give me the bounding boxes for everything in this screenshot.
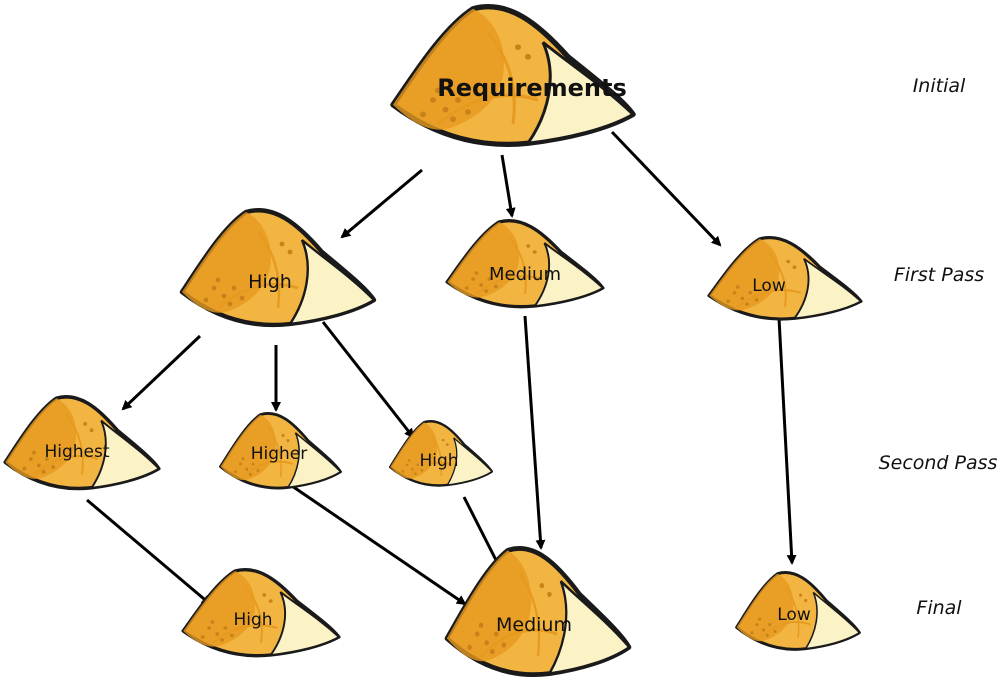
arrows bbox=[86, 130, 797, 606]
node-final-medium: Medium bbox=[447, 548, 629, 674]
node-second-higher: Higher bbox=[219, 412, 342, 490]
arrow-second-high-to-final-medium bbox=[462, 496, 502, 570]
node-label: Requirements bbox=[437, 74, 627, 102]
arrow-second-higher-to-final-medium bbox=[291, 484, 467, 606]
node-label: High bbox=[248, 271, 292, 293]
node-second-high: High bbox=[388, 420, 494, 487]
node-second-highest: Highest bbox=[3, 395, 161, 491]
stage-label-second-pass: Second Pass bbox=[879, 452, 998, 474]
arrow-requirements-to-first-low bbox=[610, 130, 722, 247]
arrow-first-high-to-second-high bbox=[321, 321, 415, 439]
arrow-requirements-to-first-medium bbox=[500, 154, 516, 218]
node-label: Medium bbox=[489, 264, 561, 285]
node-label: Low bbox=[752, 276, 786, 296]
node-final-high: High bbox=[181, 567, 341, 658]
pile-icon bbox=[182, 210, 374, 325]
stage-labels: Initial First Pass Second Pass Final bbox=[879, 75, 998, 619]
node-label: High bbox=[233, 610, 272, 630]
node-requirements: Requirements bbox=[393, 7, 633, 145]
stage-label-initial: Initial bbox=[913, 75, 966, 97]
node-label: Higher bbox=[251, 444, 308, 464]
node-first-medium: Medium bbox=[445, 218, 605, 309]
stage-label-final: Final bbox=[916, 597, 962, 619]
node-label: High bbox=[419, 451, 458, 471]
node-first-low: Low bbox=[707, 235, 863, 321]
node-first-high: High bbox=[182, 210, 374, 325]
node-label: Highest bbox=[44, 442, 109, 462]
arrow-requirements-to-first-high bbox=[340, 168, 423, 239]
node-label: Medium bbox=[496, 614, 572, 636]
arrow-second-highest-to-final-high bbox=[86, 498, 212, 606]
arrow-first-medium-to-final-medium bbox=[523, 315, 546, 550]
pile-icon bbox=[447, 548, 629, 674]
node-final-low: Low bbox=[735, 571, 861, 651]
stage-label-first-pass: First Pass bbox=[894, 264, 984, 286]
arrow-first-low-to-final-low bbox=[777, 317, 797, 565]
arrow-first-high-to-second-highest bbox=[121, 334, 202, 411]
node-label: Low bbox=[777, 605, 811, 625]
